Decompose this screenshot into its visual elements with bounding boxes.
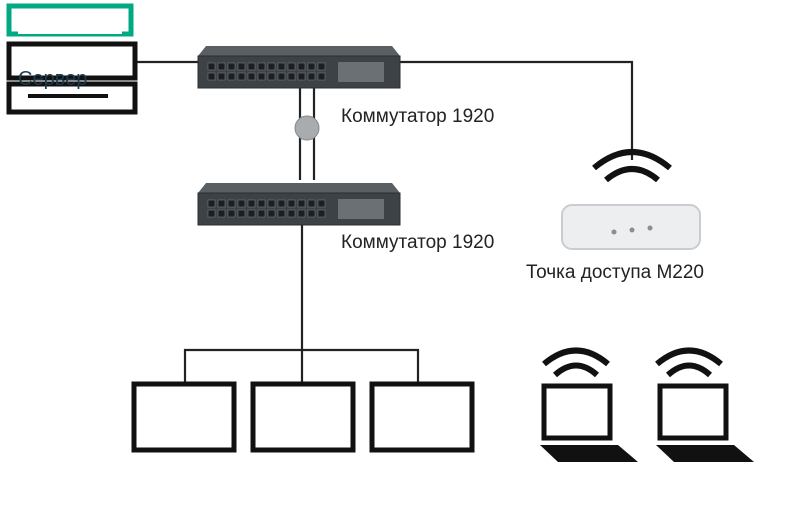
switch-1-port [277, 72, 286, 81]
switch-1-port [317, 62, 326, 71]
connection-lines [136, 60, 634, 382]
switch-2-port [207, 209, 216, 218]
laptop-1-wifi-icon [542, 347, 610, 378]
workstation-1 [131, 381, 237, 453]
switch-2-ports [207, 199, 326, 218]
server-label: Сервер [18, 68, 87, 90]
switch-1-port [237, 72, 246, 81]
switch-2-port [317, 209, 326, 218]
switch-2-port [237, 199, 246, 208]
switch-1-port [257, 72, 266, 81]
switch-1-port [307, 62, 316, 71]
switch-1-port [287, 62, 296, 71]
switch-1-port [317, 72, 326, 81]
switch-2-port [297, 199, 306, 208]
switch-2-port [297, 209, 306, 218]
switch-2-port [217, 199, 226, 208]
switch-2-port [227, 199, 236, 208]
switch-1-ports [207, 62, 326, 81]
stack-joiner [294, 115, 320, 141]
switch-2-port [277, 199, 286, 208]
switch-1-port [267, 62, 276, 71]
switch-1-top [198, 46, 400, 56]
access-point: Точка доступа M220 [526, 149, 704, 283]
switch-1-label: Коммутатор 1920 [341, 106, 494, 127]
switch-2-port [287, 209, 296, 218]
switch-2-port [307, 209, 316, 218]
switch-2-port [257, 209, 266, 218]
laptop-1-screen [541, 383, 613, 441]
switch-1-port [207, 72, 216, 81]
switch-2-port [217, 209, 226, 218]
ap-led-2 [629, 227, 635, 233]
switch-2-port [317, 199, 326, 208]
workstation-2 [250, 381, 356, 453]
server-middle-unit [6, 41, 138, 81]
laptop-2-keyboard [656, 445, 754, 462]
switch-2-port [277, 209, 286, 218]
switch-2-port [207, 199, 216, 208]
switch-1-port [227, 62, 236, 71]
switch-2-port [287, 199, 296, 208]
laptop-2-screen [657, 383, 729, 441]
switch-2-port [267, 199, 276, 208]
server: Сервер [6, 3, 138, 115]
switch-2 [197, 183, 401, 226]
switch-2-port [227, 209, 236, 218]
switch-1-uplink-panel [338, 62, 384, 82]
ap-led-1 [611, 229, 617, 235]
switch-1-port [307, 72, 316, 81]
switch-1-port [277, 62, 286, 71]
access-point-label: Точка доступа M220 [526, 262, 704, 283]
link-switch1-accesspoint [398, 60, 634, 160]
access-point-wifi-icon [592, 149, 672, 183]
laptop-2-wifi-icon [655, 347, 723, 378]
switch-2-top [198, 183, 400, 193]
laptop-1-keyboard [540, 445, 638, 462]
workstation-3 [369, 381, 475, 453]
switch-1-port [297, 62, 306, 71]
server-top-gap [18, 26, 122, 34]
switch-1-port [217, 62, 226, 71]
switch-1-port [247, 72, 256, 81]
server-bottom-slot [28, 94, 108, 98]
ap-led-3 [647, 225, 653, 231]
laptop-2 [655, 347, 754, 462]
switch-2-port [257, 199, 266, 208]
switch-1-port [267, 72, 276, 81]
access-point-device [561, 204, 701, 250]
switch-1-port [247, 62, 256, 71]
switch-2-uplink-panel [338, 199, 384, 219]
switch-1-port [217, 72, 226, 81]
switch-1-port [287, 72, 296, 81]
switch-2-label: Коммутатор 1920 [341, 232, 494, 253]
switch-1-port [227, 72, 236, 81]
switch-1-port [297, 72, 306, 81]
switch-1-port [207, 62, 216, 71]
switch-2-port [247, 209, 256, 218]
workstations [131, 381, 475, 453]
switch-2-port [267, 209, 276, 218]
switch-1 [197, 46, 401, 89]
switch-2-port [237, 209, 246, 218]
laptop-1 [540, 347, 638, 462]
switch-1-port [257, 62, 266, 71]
switch-2-port [307, 199, 316, 208]
switch-2-port [247, 199, 256, 208]
switch-1-port [237, 62, 246, 71]
